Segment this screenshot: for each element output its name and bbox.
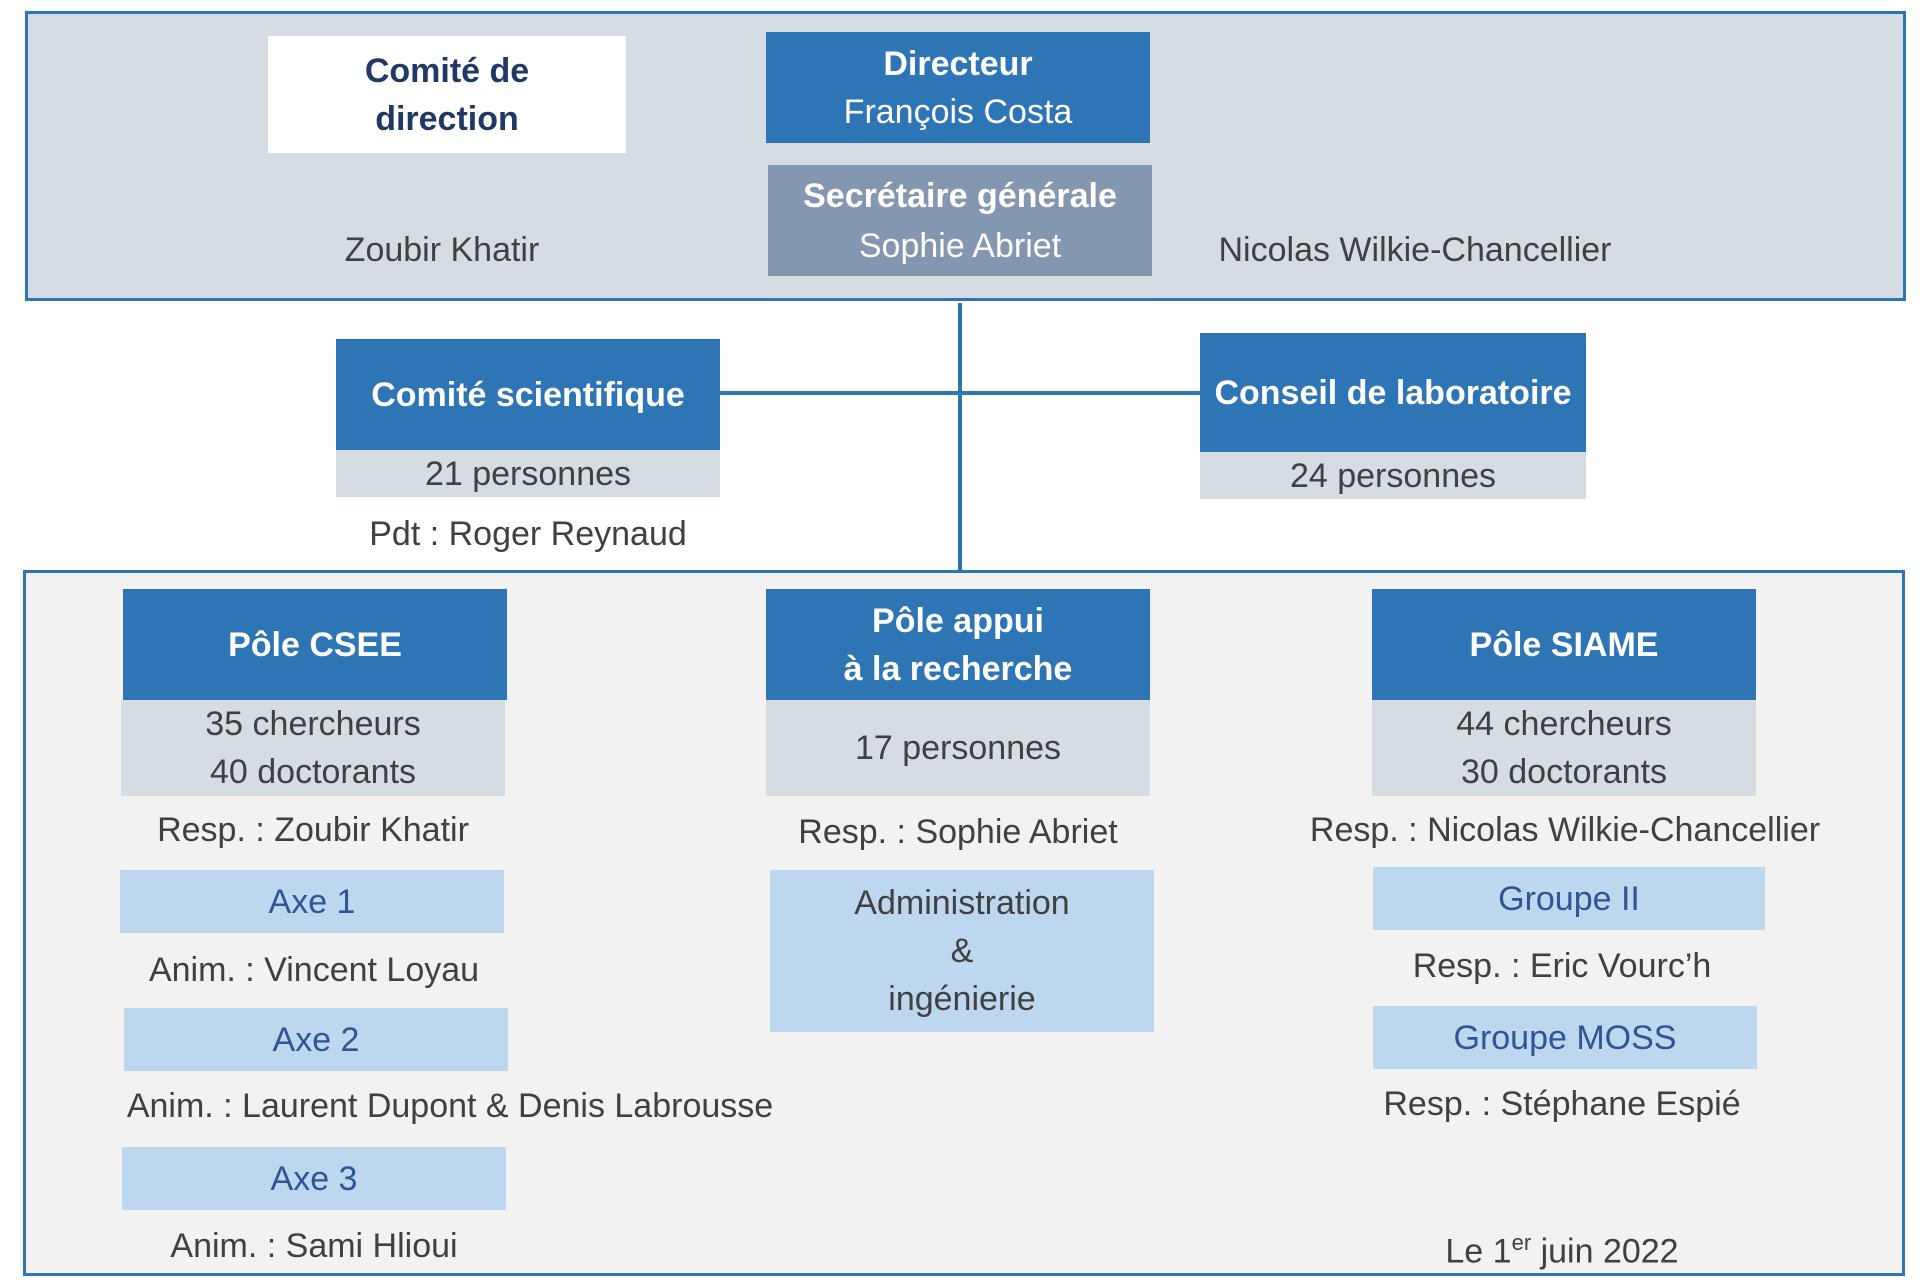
pole-csee-title-box: Pôle CSEE [123,589,507,700]
secretaire-box: Secrétaire générale Sophie Abriet [768,165,1152,276]
pole-csee-line1: 35 chercheurs [205,705,421,743]
secretaire-title: Secrétaire générale [803,176,1117,215]
pole-csee-resp: Resp. : Zoubir Khatir [157,811,469,849]
conseil-laboratoire-title: Conseil de laboratoire [1214,373,1572,412]
axe-1-anim: Anim. : Vincent Loyau [148,951,480,989]
groupe-moss-box: Groupe MOSS [1373,1006,1757,1069]
administration-line3: ingénierie [888,980,1036,1018]
groupe-ii-box: Groupe II [1373,867,1765,930]
axe-2-box: Axe 2 [124,1008,508,1071]
pole-appui-count-box: 17 personnes [766,700,1150,796]
comite-direction-line2: direction [375,99,519,138]
groupe-ii-label: Groupe II [1498,879,1640,918]
administration-line1: Administration [854,884,1070,922]
axe-3-box: Axe 3 [122,1147,506,1210]
pole-csee-stats-box: 35 chercheurs 40 doctorants [121,700,505,796]
vertical-connector [958,303,962,570]
pole-appui-title-line2: à la recherche [843,649,1073,688]
comite-scientifique-title: Comité scientifique [371,375,685,414]
axe-2-anim: Anim. : Laurent Dupont & Denis Labrousse [126,1087,774,1125]
comite-scientifique-president: Pdt : Roger Reynaud [369,515,687,553]
date-label: Le 1er juin 2022 [1362,1223,1762,1271]
date-suffix: juin 2022 [1531,1232,1679,1271]
pole-siame-line2: 30 doctorants [1460,753,1668,791]
administration-box: Administration & ingénierie [770,870,1154,1032]
axe-1-label: Axe 1 [268,882,356,921]
pole-siame-resp: Resp. : Nicolas Wilkie-Chancellier [1309,811,1821,849]
directeur-box: Directeur François Costa [766,32,1150,143]
directeur-title: Directeur [883,44,1033,83]
administration-line2: & [950,932,974,970]
axe-2-label: Axe 2 [272,1020,360,1059]
conseil-laboratoire-count: 24 personnes [1289,456,1497,495]
comite-scientifique-count-box: 21 personnes [336,450,720,497]
comite-scientifique-count: 21 personnes [424,454,632,493]
pole-appui-title-line1: Pôle appui [872,601,1044,640]
axe-1-box: Axe 1 [120,870,504,933]
axe-3-label: Axe 3 [270,1159,358,1198]
member-right: Nicolas Wilkie-Chancellier [1218,231,1612,269]
groupe-ii-resp: Resp. : Eric Vourc’h [1412,947,1712,985]
pole-appui-count: 17 personnes [854,729,1062,767]
pole-siame-stats-box: 44 chercheurs 30 doctorants [1372,700,1756,796]
pole-appui-resp: Resp. : Sophie Abriet [798,813,1118,851]
pole-siame-title: Pôle SIAME [1469,625,1659,664]
date-sup: er [1511,1230,1532,1255]
conseil-laboratoire-title-box: Conseil de laboratoire [1200,333,1586,452]
conseil-laboratoire-count-box: 24 personnes [1200,452,1586,499]
pole-csee-line2: 40 doctorants [209,753,417,791]
comite-direction-line1: Comité de [364,51,530,90]
comite-scientifique-title-box: Comité scientifique [336,339,720,450]
groupe-moss-resp: Resp. : Stéphane Espié [1383,1085,1741,1123]
pole-siame-title-box: Pôle SIAME [1372,589,1756,700]
secretaire-name: Sophie Abriet [858,226,1062,265]
date-prefix: Le 1 [1445,1232,1512,1271]
groupe-moss-label: Groupe MOSS [1453,1018,1677,1057]
pole-appui-title-box: Pôle appui à la recherche [766,589,1150,700]
comite-direction-box: Comité de direction [268,36,626,153]
pole-siame-line1: 44 chercheurs [1456,705,1672,743]
member-left: Zoubir Khatir [344,231,540,269]
axe-3-anim: Anim. : Sami Hlioui [170,1227,458,1265]
directeur-name: François Costa [843,92,1073,131]
horizontal-connector [719,391,1200,395]
pole-csee-title: Pôle CSEE [228,625,402,664]
